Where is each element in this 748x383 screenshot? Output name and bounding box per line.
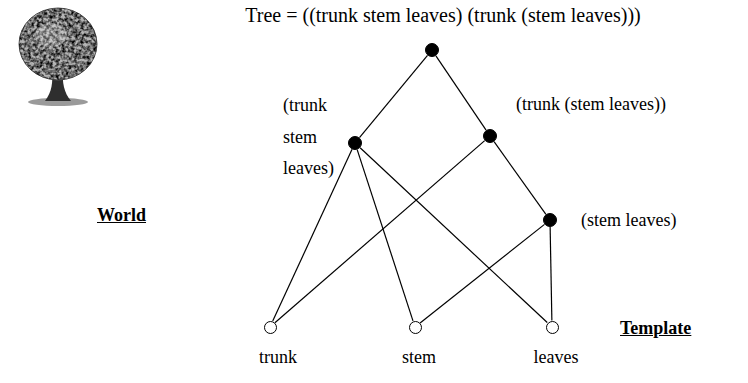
section-label: Template bbox=[620, 318, 691, 340]
tree-node: (stem leaves) bbox=[543, 213, 557, 227]
tree-edge bbox=[357, 150, 413, 321]
tree-illustration bbox=[3, 0, 123, 115]
node-label: (trunk (stem leaves)) bbox=[516, 94, 666, 116]
node-label: stem bbox=[402, 347, 436, 369]
tree-edge bbox=[359, 55, 427, 137]
node-label: (stem leaves) bbox=[581, 210, 676, 232]
tree-edge bbox=[436, 56, 486, 130]
tree-edge bbox=[360, 148, 547, 323]
template-node: leaves bbox=[546, 321, 559, 334]
tree-edge bbox=[420, 224, 544, 323]
tree-edge bbox=[550, 227, 552, 321]
template-node: trunk bbox=[264, 321, 277, 334]
section-label: World bbox=[97, 205, 146, 227]
template-node: stem bbox=[409, 321, 422, 334]
tree-edge bbox=[494, 142, 546, 215]
tree-expression: Tree = ((trunk stem leaves) (trunk (stem… bbox=[245, 3, 640, 27]
node-label: trunk bbox=[259, 347, 297, 369]
node-label: leaves bbox=[534, 347, 579, 369]
tree-node: (trunk stem leaves) bbox=[348, 136, 362, 150]
tree-node: Tree = ((trunk stem leaves) (trunk (stem… bbox=[425, 43, 439, 57]
tree-node: (trunk (stem leaves)) bbox=[483, 129, 497, 143]
node-label: (trunk stem leaves) bbox=[283, 90, 347, 185]
